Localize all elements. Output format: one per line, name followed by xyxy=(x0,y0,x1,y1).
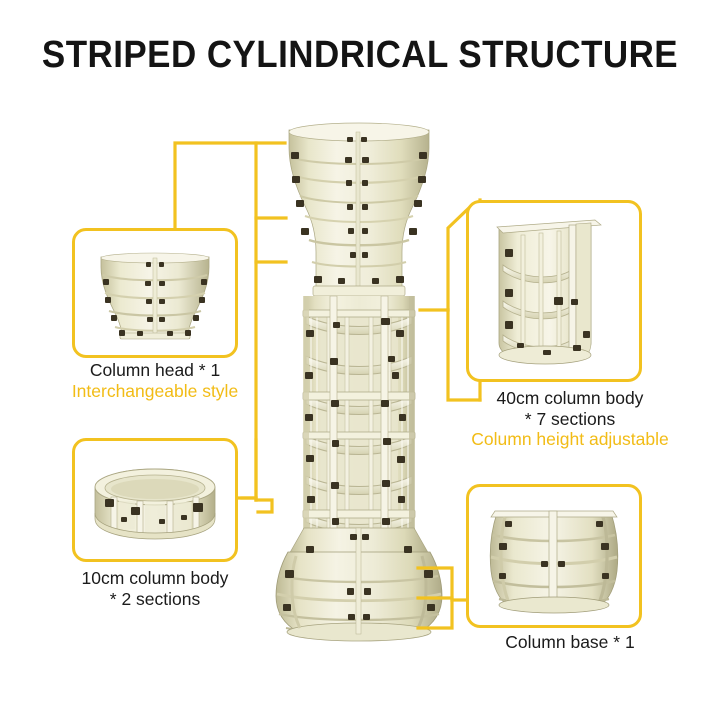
caption-column-head: Column head * 1 Interchangeable style xyxy=(20,360,290,401)
caption-column-head-line2: Interchangeable style xyxy=(71,380,239,401)
caption-10cm-line1: 10cm column body xyxy=(81,568,229,588)
column-base xyxy=(275,527,443,642)
column-capital xyxy=(288,122,430,297)
callout-card-column-head[interactable] xyxy=(72,228,238,358)
caption-40cm-line1: 40cm column body xyxy=(496,388,644,408)
caption-column-base: Column base * 1 xyxy=(430,632,710,653)
caption-40cm-line2: Column height adjustable xyxy=(471,429,669,450)
capital-bolts xyxy=(291,137,427,284)
caption-10cm-line1b: * 2 sections xyxy=(109,588,201,609)
callout-card-column-base[interactable] xyxy=(466,484,642,628)
shaft-bolts xyxy=(305,318,406,525)
caption-column-body-40cm: 40cm column body * 7 sections Column hei… xyxy=(430,388,710,450)
column-body-40cm-photo xyxy=(469,203,639,379)
column-head-photo xyxy=(75,231,235,355)
callout-card-column-body-40cm[interactable] xyxy=(466,200,642,382)
column-base-photo xyxy=(469,487,639,625)
column-body-10cm-photo xyxy=(75,441,235,559)
column-shaft xyxy=(302,295,416,533)
caption-column-head-line1: Column head * 1 xyxy=(89,360,221,380)
caption-base-line1: Column base * 1 xyxy=(505,632,635,652)
caption-40cm-line1b: * 7 sections xyxy=(524,408,616,429)
caption-column-body-10cm: 10cm column body * 2 sections xyxy=(20,568,290,609)
callout-card-column-body-10cm[interactable] xyxy=(72,438,238,562)
base-bolts xyxy=(283,534,435,620)
page-title: STRIPED CYLINDRICAL STRUCTURE xyxy=(41,34,679,76)
